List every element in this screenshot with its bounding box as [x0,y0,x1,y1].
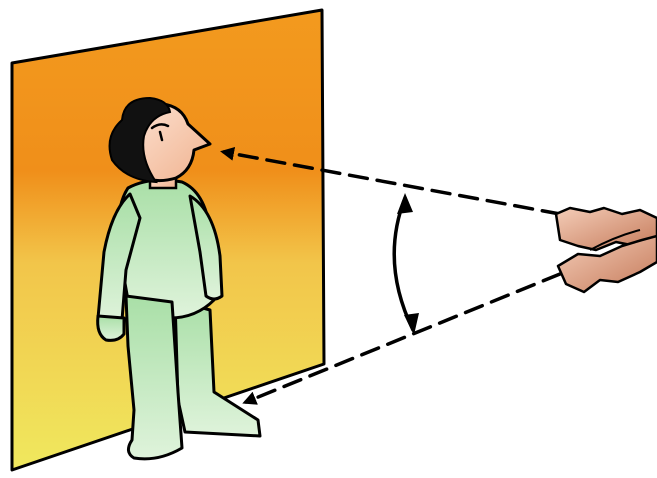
torn-object-icon [556,208,657,292]
person-front-leg [126,296,182,459]
angle-arc-icon [394,193,419,335]
person-hand [98,316,124,340]
angle-arc-top-head [397,193,413,214]
angle-arc [394,198,413,330]
